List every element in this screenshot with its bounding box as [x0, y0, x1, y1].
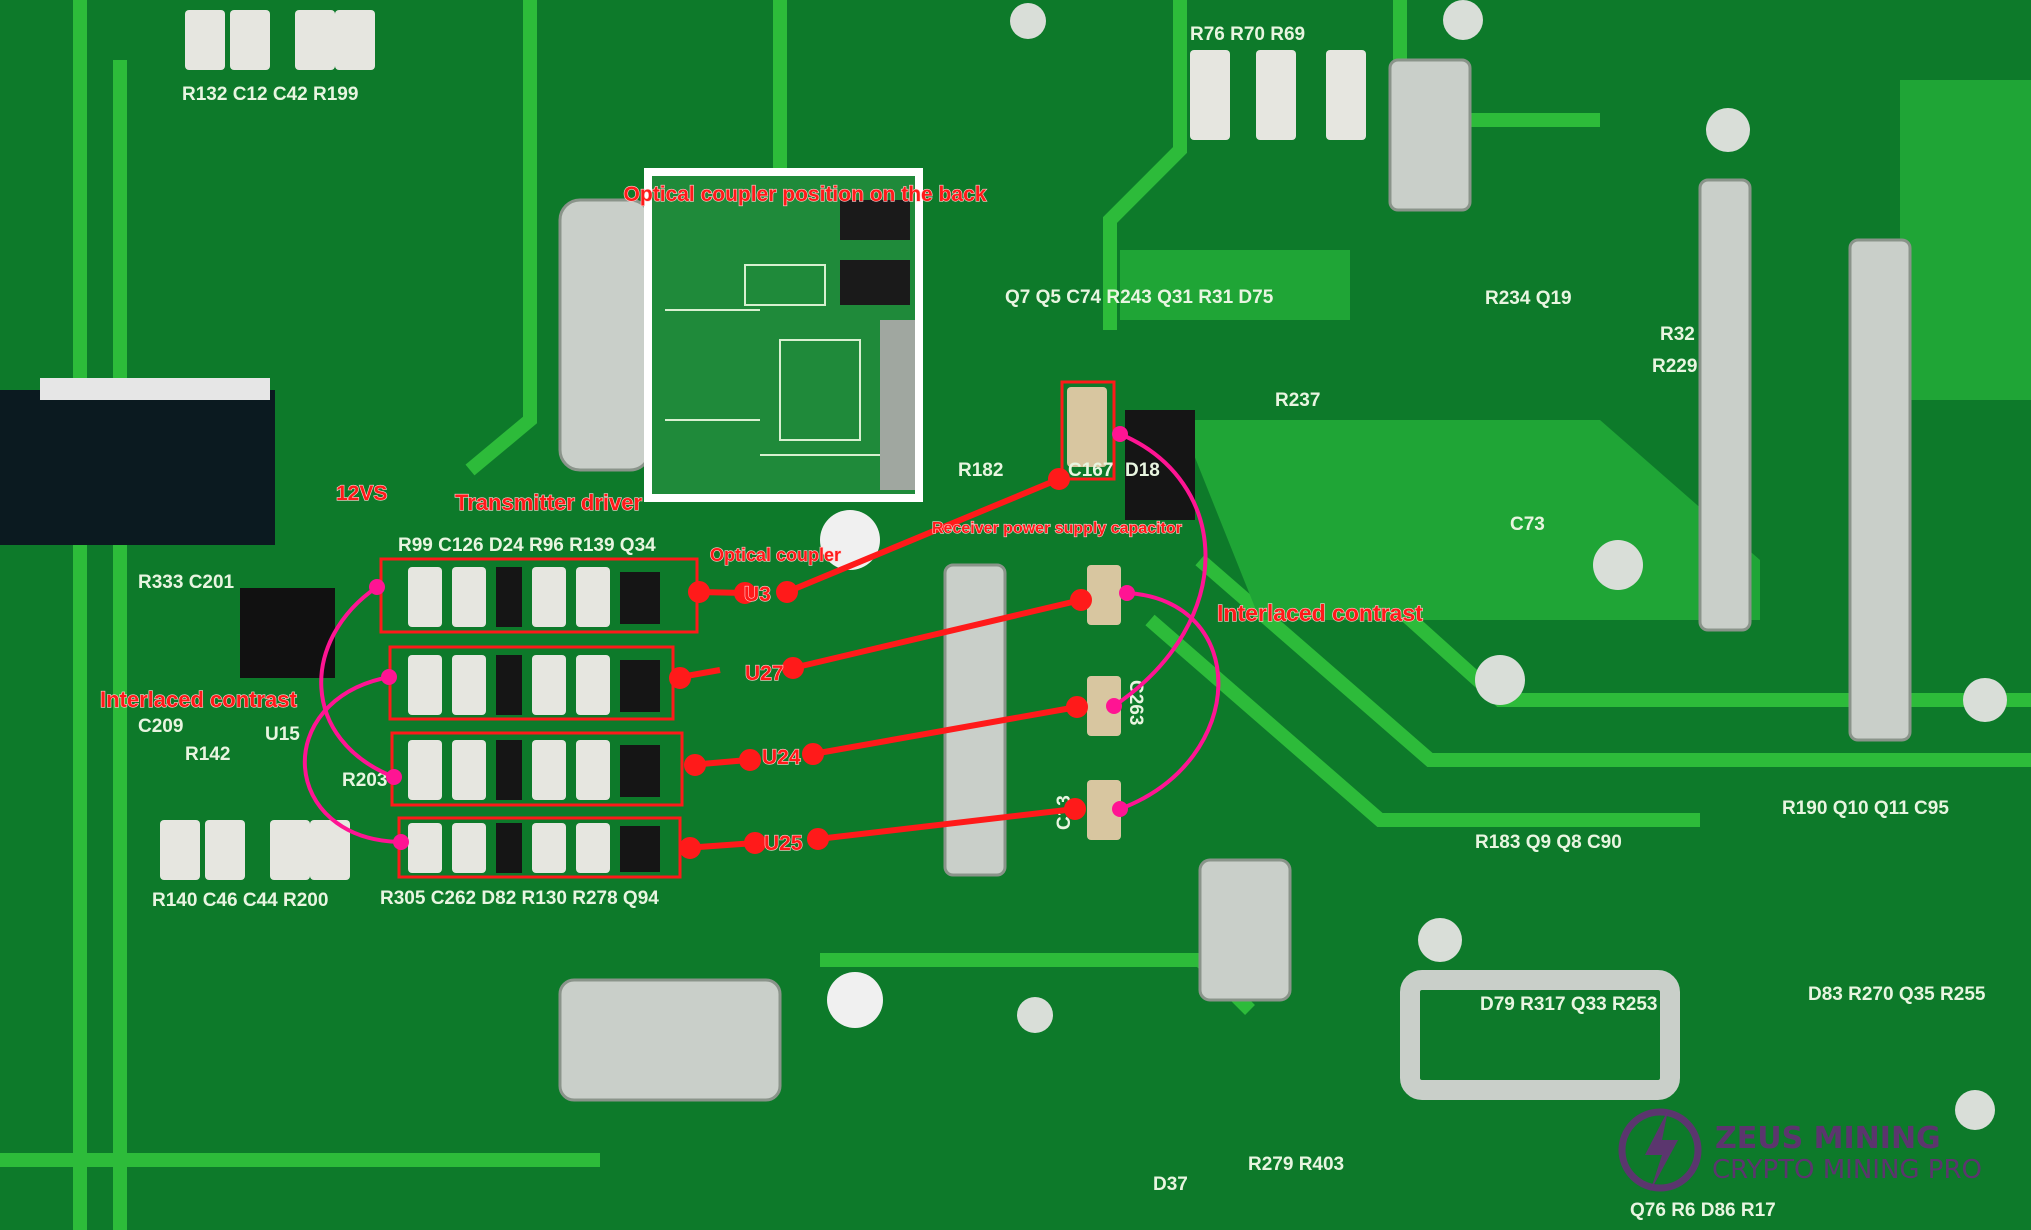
label-u3: U3: [744, 583, 771, 606]
logo-brand: ZEUS MINING: [1715, 1121, 1941, 1156]
label-u27: U27: [745, 662, 784, 685]
silk-c209: C209: [138, 716, 183, 737]
silk-row-bottom: R305 C262 D82 R130 R278 Q94: [380, 888, 659, 909]
silk-bottom-right-a: R183 Q9 Q8 C90: [1475, 832, 1622, 853]
vias: [820, 0, 2007, 1130]
silk-r32: R32: [1660, 324, 1695, 345]
box-u24-driver: [390, 731, 684, 807]
silk-r182: R182: [958, 460, 1003, 481]
label-transmitter-driver: Transmitter driver: [455, 490, 643, 515]
lightning-icon: [1645, 1110, 1678, 1192]
label-receiver-capacitor: Receiver power supply capacitor: [932, 520, 1182, 537]
silk-c73: C73: [1510, 514, 1545, 535]
ic-chip: [240, 588, 335, 678]
silk-top-mid: Q7 Q5 C74 R243 Q31 R31 D75: [1005, 287, 1274, 308]
label-optical-coupler: Optical coupler: [710, 545, 841, 565]
silk-d18: D18: [1125, 460, 1160, 481]
back-side-inset: [644, 168, 923, 502]
smd-components: [160, 10, 1366, 880]
silk-r142: R142: [185, 744, 230, 765]
logo-tagline: CRYPTO MINING PRO: [1712, 1155, 1982, 1185]
interlaced-links: [303, 432, 1221, 844]
silk-r229: R229: [1652, 356, 1697, 377]
label-12vs: 12VS: [336, 482, 387, 505]
silk-bottom-mid: R279 R403: [1248, 1154, 1344, 1175]
label-interlaced-contrast-right: Interlaced contrast: [1217, 600, 1423, 626]
silk-r203: R203: [342, 770, 387, 791]
silk-row-top: R99 C126 D24 R96 R139 Q34: [398, 535, 656, 556]
solder-pads: [558, 58, 1912, 1102]
silk-top-left: R132 C12 C42 R199: [182, 84, 358, 105]
silk-d37: D37: [1153, 1174, 1188, 1195]
silk-bottom-right-b: R190 Q10 Q11 C95: [1782, 798, 1949, 819]
silk-r237: R237: [1275, 390, 1320, 411]
connector-block: [0, 390, 275, 545]
inset-title: Optical coupler position on the back: [624, 183, 987, 206]
silkscreen-labels: R132 C12 C42 R199 R99 C126 D24 R96 R139 …: [138, 24, 1986, 1221]
label-u24: U24: [762, 746, 801, 769]
silk-c263: C263: [1125, 680, 1146, 725]
diode-d18: [1125, 410, 1195, 520]
interlaced-dots: [369, 426, 1135, 850]
silk-left-bottom: R140 C46 C44 R200: [152, 890, 328, 911]
label-interlaced-contrast-left: Interlaced contrast: [100, 687, 298, 712]
silk-u15: U15: [265, 724, 300, 745]
zeus-mining-logo: ZEUS MINING CRYPTO MINING PRO: [1618, 1108, 1982, 1192]
silk-bottom-right-c: D79 R317 Q33 R253: [1480, 994, 1657, 1015]
silk-top-right: R76 R70 R69: [1190, 24, 1305, 45]
coupler-links: [669, 468, 1092, 859]
connector-label-strip: [40, 378, 270, 400]
silk-r234: R234 Q19: [1485, 288, 1572, 309]
label-c167: C167: [1068, 460, 1113, 481]
silk-bottom-right-d: D83 R270 Q35 R255: [1808, 984, 1986, 1005]
silk-left-group: R333 C201: [138, 572, 235, 593]
silk-bottom-small: Q76 R6 D86 R17: [1630, 1200, 1776, 1221]
label-u25: U25: [764, 832, 803, 855]
